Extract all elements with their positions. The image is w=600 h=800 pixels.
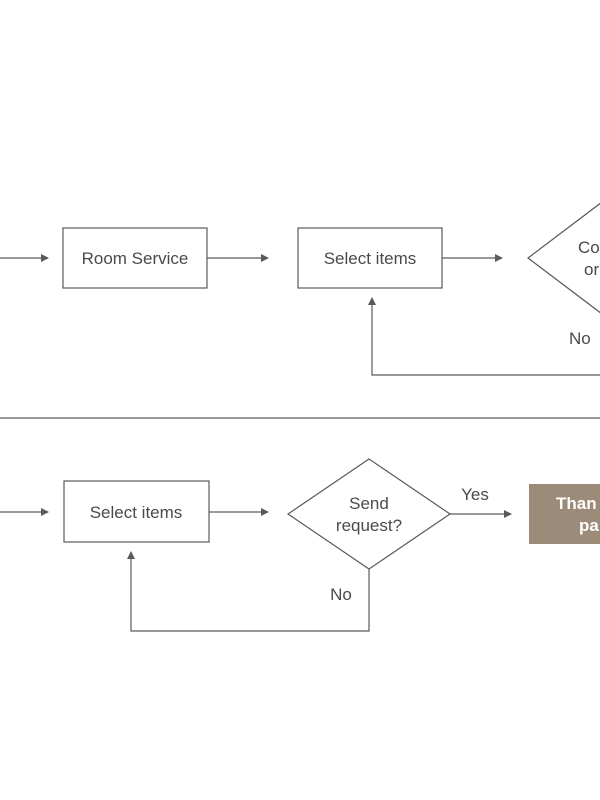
room-service-label: Room Service bbox=[82, 249, 189, 268]
top-decision-diamond bbox=[527, 202, 600, 314]
terminal-label-line1: Than bbox=[556, 494, 597, 513]
top-no-label: No bbox=[569, 329, 591, 348]
top-select-items-box bbox=[297, 227, 443, 289]
send-request-decision-node: Send request? bbox=[286, 458, 452, 570]
bottom-no-label: No bbox=[330, 585, 352, 604]
send-request-label-line2: request? bbox=[336, 516, 402, 535]
top-no-loop-line bbox=[368, 297, 600, 376]
terminal-node: Than pa bbox=[529, 484, 600, 544]
room-service-node: Room Service bbox=[62, 227, 208, 289]
top-select-items-node: Select items bbox=[297, 227, 443, 289]
top-flow: Room Service Select items Co or No bbox=[0, 202, 600, 376]
top-select-items-label: Select items bbox=[324, 249, 417, 268]
bottom-flow: Select items Send request? Yes Than pa N… bbox=[0, 458, 600, 632]
terminal-box bbox=[529, 484, 600, 544]
top-decision-label-line1: Co bbox=[578, 238, 600, 257]
terminal-label-line2: pa bbox=[579, 516, 599, 535]
bottom-select-items-node: Select items bbox=[63, 480, 210, 543]
bottom-no-loop-line bbox=[127, 551, 370, 632]
bottom-select-items-label: Select items bbox=[90, 503, 183, 522]
yes-label: Yes bbox=[461, 485, 489, 504]
top-decision-node: Co or bbox=[527, 202, 600, 314]
top-decision-label-line2: or bbox=[584, 260, 599, 279]
send-request-label-line1: Send bbox=[349, 494, 389, 513]
bottom-select-items-box bbox=[63, 480, 210, 543]
send-request-diamond bbox=[286, 458, 452, 570]
